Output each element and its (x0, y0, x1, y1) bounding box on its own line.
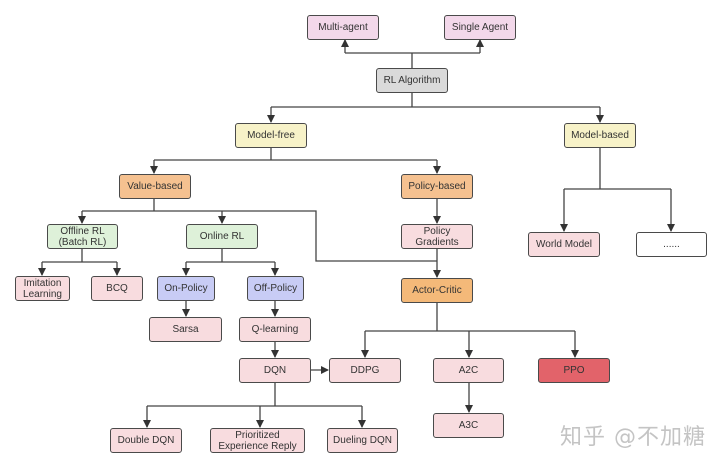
edge (154, 147, 437, 161)
edge (564, 147, 671, 190)
node-ddpg: DDPG (329, 358, 401, 383)
node-dqn: DQN (239, 358, 311, 383)
node-rl-algorithm: RL Algorithm (376, 68, 448, 93)
node-ppo: PPO (538, 358, 610, 383)
node-ellipsis: ...... (636, 232, 707, 257)
node-imitation-learning: Imitation Learning (15, 276, 70, 301)
node-online-rl: Online RL (186, 224, 258, 249)
node-q-learning: Q-learning (239, 317, 311, 342)
node-actor-critic: Actor-Critic (401, 278, 473, 303)
node-bcq: BCQ (91, 276, 143, 301)
node-prioritized-experience-reply: Prioritized Experience Reply (210, 428, 305, 453)
node-model-based: Model-based (564, 123, 636, 148)
node-a3c: A3C (433, 413, 504, 438)
node-policy-gradients: Policy Gradients (401, 224, 473, 249)
node-sarsa: Sarsa (149, 317, 222, 342)
edge (82, 199, 437, 262)
edge (271, 92, 600, 108)
edge (147, 382, 362, 407)
edge (345, 52, 480, 68)
node-model-free: Model-free (235, 123, 307, 148)
node-world-model: World Model (528, 232, 600, 257)
node-off-policy: Off-Policy (247, 276, 304, 301)
node-double-dqn: Double DQN (110, 428, 182, 453)
node-policy-based: Policy-based (401, 174, 473, 199)
node-single-agent: Single Agent (444, 15, 516, 40)
node-on-policy: On-Policy (157, 276, 215, 301)
node-value-based: Value-based (119, 174, 191, 199)
edge (42, 249, 117, 263)
edge (365, 303, 575, 332)
watermark: 知乎 @不加糖 (560, 425, 706, 450)
node-dueling-dqn: Dueling DQN (327, 428, 398, 453)
node-multi-agent: Multi-agent (307, 15, 379, 40)
edge (186, 249, 275, 263)
node-a2c: A2C (433, 358, 504, 383)
node-offline-rl: Offline RL (Batch RL) (47, 224, 118, 249)
